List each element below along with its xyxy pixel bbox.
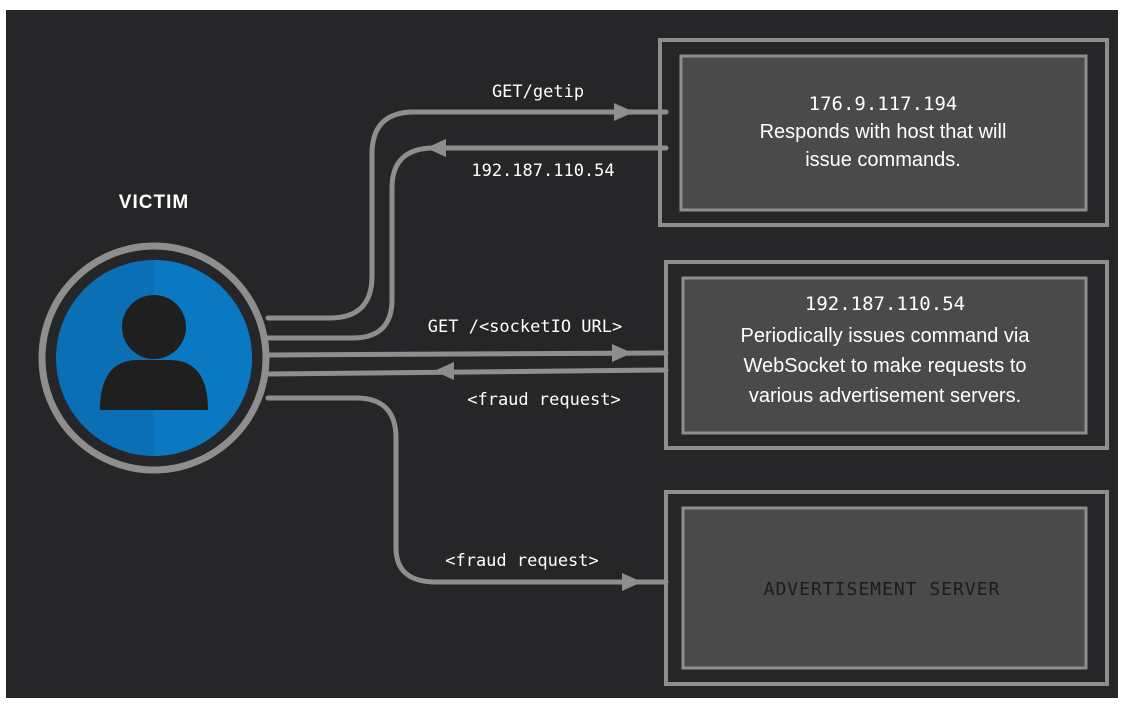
- server-2-ip: 192.187.110.54: [805, 293, 965, 315]
- server-box-1: 176.9.117.194 Responds with host that wi…: [658, 38, 1109, 227]
- fraud-command-line: [265, 367, 669, 377]
- user-icon-body: [100, 360, 208, 410]
- user-icon: [100, 295, 208, 410]
- server-1-desc-line-2: issue commands.: [805, 149, 961, 171]
- ip-response-label: 192.187.110.54: [471, 161, 614, 181]
- server-box-2: 192.187.110.54 Periodically issues comma…: [664, 260, 1109, 450]
- user-icon-head: [122, 295, 186, 359]
- victim-label: VICTIM: [119, 192, 189, 213]
- server-2-desc-line-1: Periodically issues command via: [740, 325, 1030, 347]
- ip-response-line: [265, 145, 669, 341]
- server-2-desc-line-2: WebSocket to make requests to: [743, 355, 1026, 377]
- arrowhead-right-icon: [612, 344, 632, 362]
- server-2-desc-line-3: various advertisement servers.: [749, 385, 1021, 407]
- ad-request-line: [265, 395, 669, 585]
- server-1-ip: 176.9.117.194: [809, 93, 958, 115]
- server-box-3-frame: [664, 490, 1109, 686]
- server-box-3-panel: [681, 506, 1088, 670]
- server-box-3: ADVERTISEMENT SERVER: [664, 490, 1109, 686]
- getip-label: GET/getip: [492, 82, 584, 102]
- arrowhead-left-icon: [426, 139, 446, 157]
- socketio-label: GET /<socketIO URL>: [428, 317, 622, 337]
- server-box-1-frame: [658, 38, 1109, 227]
- ad-server-label: ADVERTISEMENT SERVER: [764, 579, 1001, 600]
- arrowhead-right-icon: [614, 103, 634, 121]
- arrowhead-left-icon: [434, 362, 454, 380]
- arrowheads: [426, 103, 642, 591]
- server-box-1-panel: [679, 54, 1088, 212]
- fraud-request-label: <fraud request>: [467, 390, 621, 410]
- server-box-2-frame: [664, 260, 1109, 450]
- server-1-desc-line-1: Responds with host that will: [760, 121, 1007, 143]
- victim-node: VICTIM: [38, 192, 270, 474]
- server-box-2-panel: [681, 276, 1088, 435]
- socketio-request-line: [265, 350, 669, 358]
- arrow-labels: GET/getip 192.187.110.54 GET /<socketIO …: [428, 82, 622, 571]
- connector-lines: [265, 109, 669, 585]
- getip-request-line: [265, 109, 669, 321]
- arrowhead-right-icon: [622, 573, 642, 591]
- ad-fraud-request-label: <fraud request>: [445, 551, 599, 571]
